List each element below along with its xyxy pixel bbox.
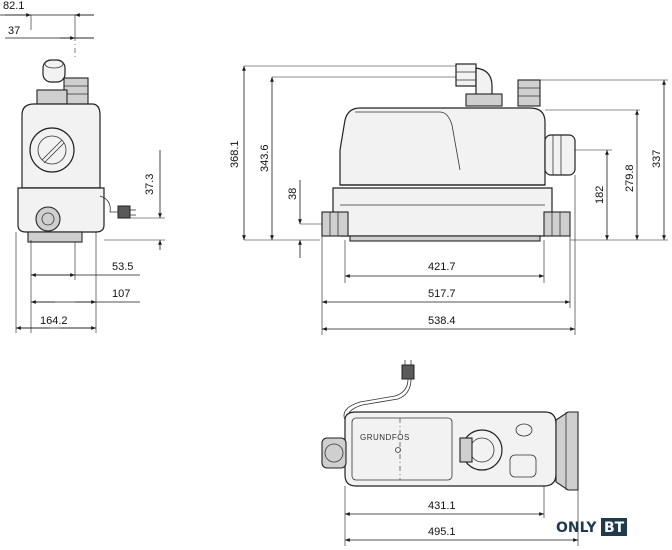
top-inlet-left [321,437,347,469]
dim-368-1-label: 368.1 [229,140,241,168]
dim-164-2-label: 164.2 [40,315,68,327]
top-plug-icon [401,364,415,380]
front-body [339,107,546,186]
watermark-badge [601,518,627,536]
front-base-tank [332,187,553,237]
dim-107-label: 107 [112,288,130,300]
side-outlet [35,206,61,232]
dim-517-7-label: 517.7 [428,288,456,300]
dim-495-1-label: 495.1 [428,526,456,538]
watermark-text-only: ONLY [556,520,597,536]
dim-53-5-label: 53.5 [112,261,133,273]
dim-343-6-label: 343.6 [259,144,271,172]
front-inlet-pipe [455,63,477,87]
top-lid-brand-label: GRUNDFOS [360,433,410,442]
top-body [344,411,557,487]
front-outlet-right [543,211,571,237]
side-plug-icon [117,205,131,219]
top-flange-right [555,411,579,491]
dim-538-4-label: 538.4 [428,315,456,327]
side-view: 82.1 37 37.3 53.5 107 164.2 [0,0,165,333]
dim-279-8-label: 279.8 [624,164,636,192]
dim-37-label: 37 [8,25,20,37]
dim-431-1-label: 431.1 [428,500,456,512]
top-lid [351,417,453,481]
front-vent-connector [517,79,541,107]
watermark-logo: ONLY BT [556,518,627,536]
dim-337-label: 337 [651,150,663,168]
front-side-inlet [544,134,576,176]
front-view: 368.1 343.6 38 421.7 517.7 538.4 182 [229,63,668,335]
dim-37-3-label: 37.3 [144,174,156,195]
dim-182-label: 182 [594,186,606,204]
dim-82-1-label: 82.1 [3,0,24,12]
side-base [17,187,105,233]
dim-38-label: 38 [287,188,299,200]
top-view: GRUNDFOS 431.1 495.1 [321,360,579,546]
watermark-text-bt: BT [604,520,625,536]
dim-421-7-label: 421.7 [428,261,456,273]
side-vent-connector [63,77,89,107]
front-outlet-left [321,211,349,237]
side-top-nozzle [42,59,66,83]
